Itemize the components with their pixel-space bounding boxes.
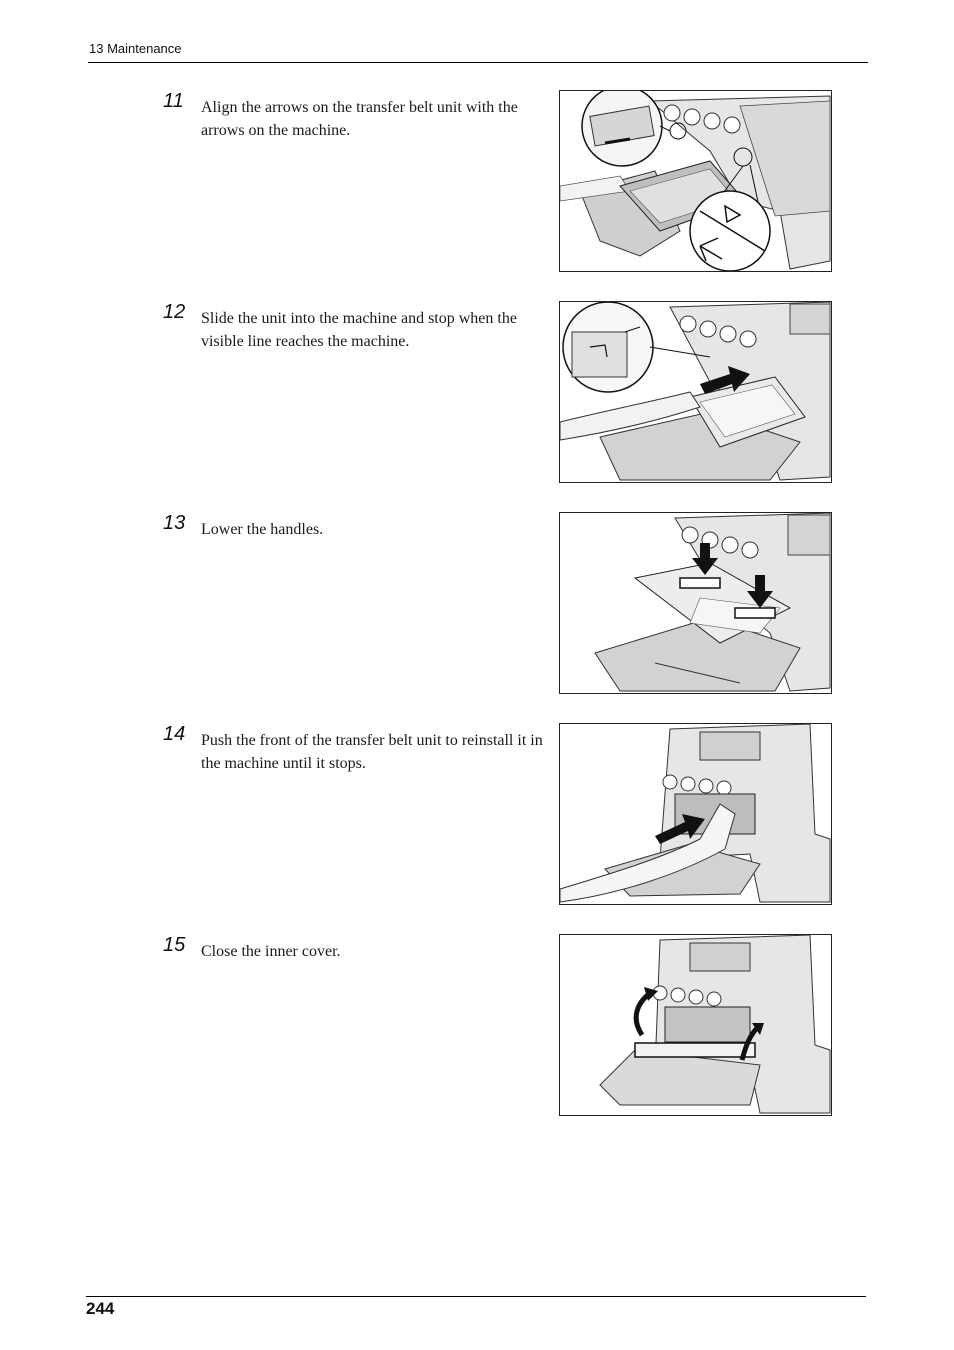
step-number: 13 [163,512,186,534]
illustration-close-cover [559,934,832,1116]
printer-illustration [560,91,831,271]
step-14: 14 Push the front of the transfer belt u… [163,723,833,913]
section-title: 13 Maintenance [89,41,182,56]
step-11: 11 Align the arrows on the transfer belt… [163,90,833,280]
printer-illustration [560,302,831,482]
step-number: 11 [163,90,184,112]
illustration-push-unit [559,723,832,905]
step-number: 15 [163,934,186,956]
step-number: 14 [163,723,186,745]
printer-illustration [560,724,831,904]
step-13: 13 Lower the handles. [163,512,833,702]
illustration-slide-unit [559,301,832,483]
illustration-align-arrows [559,90,832,272]
page-footer-rule [86,1296,866,1298]
printer-illustration [560,935,831,1115]
page-header: 13 Maintenance [88,40,868,63]
step-15: 15 Close the inner cover. [163,934,833,1124]
illustration-lower-handles [559,512,832,694]
step-instruction: Align the arrows on the transfer belt un… [201,99,518,139]
step-12: 12 Slide the unit into the machine and s… [163,301,833,491]
printer-illustration [560,513,831,693]
step-instruction: Slide the unit into the machine and stop… [201,310,517,350]
step-instruction: Lower the handles. [201,521,324,538]
step-instruction: Push the front of the transfer belt unit… [201,732,543,772]
step-instruction: Close the inner cover. [201,943,341,960]
step-number: 12 [163,301,186,323]
page-number: 244 [86,1299,115,1318]
